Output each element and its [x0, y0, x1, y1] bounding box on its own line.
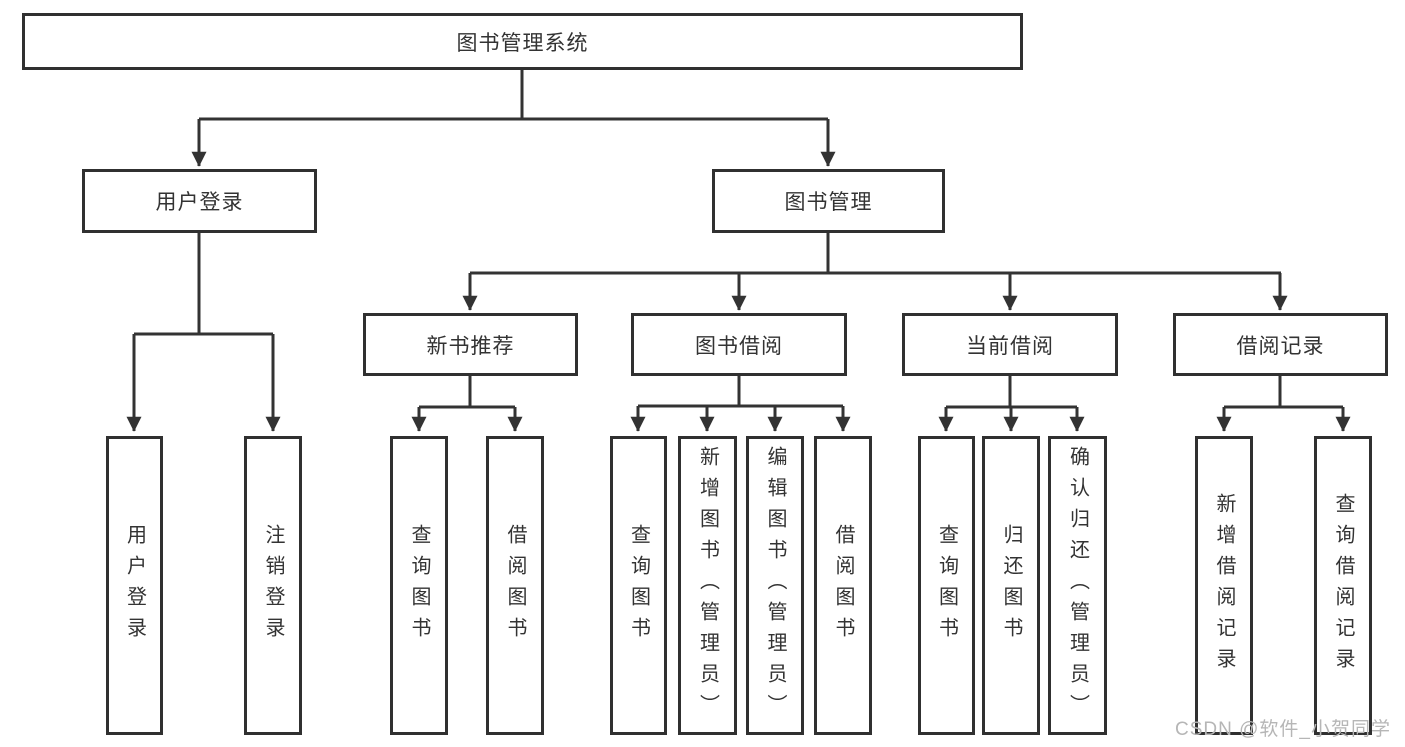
- leaf-query-book-2: 查询图书: [610, 436, 667, 735]
- leaf-add-borrow-record: 新增借阅记录: [1195, 436, 1253, 735]
- node-root-label: 图书管理系统: [456, 31, 589, 55]
- leaf-query-book-1: 查询图书: [390, 436, 448, 735]
- leaf-add-borrow-record-label: 新增借阅记录: [1213, 492, 1235, 679]
- watermark: CSDN @软件_小贺同学: [1175, 719, 1391, 740]
- leaf-borrow-book-1-label: 借阅图书: [504, 523, 526, 648]
- leaf-add-book-admin-label: 新增图书（管理员）: [696, 446, 719, 725]
- node-borrow-records: 借阅记录: [1173, 313, 1388, 376]
- leaf-return-book: 归还图书: [982, 436, 1040, 735]
- connector-root-to-level2: [199, 70, 828, 121]
- leaf-user-login: 用户登录: [106, 436, 163, 735]
- leaf-user-login-label: 用户登录: [123, 523, 146, 648]
- leaf-confirm-return-admin: 确认归还（管理员）: [1048, 436, 1107, 735]
- connector-current-borrow-group: [946, 376, 1077, 409]
- node-borrow-records-label: 借阅记录: [1236, 334, 1325, 358]
- leaf-query-borrow-record-label: 查询借阅记录: [1332, 492, 1354, 679]
- node-current-borrow: 当前借阅: [902, 313, 1118, 376]
- node-book-borrow-label: 图书借阅: [695, 334, 783, 358]
- leaf-add-book-admin: 新增图书（管理员）: [678, 436, 737, 735]
- leaf-query-borrow-record: 查询借阅记录: [1314, 436, 1372, 735]
- leaf-return-book-label: 归还图书: [1000, 523, 1022, 648]
- leaf-borrow-book-2-label: 借阅图书: [832, 523, 854, 648]
- leaf-borrow-book-2: 借阅图书: [814, 436, 872, 735]
- leaf-edit-book-admin: 编辑图书（管理员）: [746, 436, 804, 735]
- leaf-logout: 注销登录: [244, 436, 302, 735]
- node-root: 图书管理系统: [22, 13, 1023, 70]
- leaf-query-book-2-label: 查询图书: [627, 523, 650, 648]
- leaf-query-book-1-label: 查询图书: [408, 523, 430, 648]
- node-book-management-label: 图书管理: [784, 191, 873, 214]
- leaf-edit-book-admin-label: 编辑图书（管理员）: [764, 446, 786, 725]
- leaf-query-book-3: 查询图书: [918, 436, 975, 735]
- connector-book-management-group: [470, 233, 1281, 275]
- leaf-query-book-3-label: 查询图书: [935, 523, 958, 648]
- leaf-borrow-book-1: 借阅图书: [486, 436, 544, 735]
- node-book-management: 图书管理: [712, 169, 945, 233]
- node-user-login-label: 用户登录: [155, 191, 244, 214]
- connector-new-book-group: [419, 376, 515, 409]
- node-current-borrow-label: 当前借阅: [966, 334, 1054, 358]
- connector-user-login-group: [134, 233, 273, 336]
- connector-borrow-records-group: [1224, 376, 1343, 409]
- node-new-book-recommend-label: 新书推荐: [426, 334, 515, 358]
- node-user-login: 用户登录: [82, 169, 317, 233]
- connector-book-borrow-group: [638, 376, 843, 408]
- node-book-borrow: 图书借阅: [631, 313, 847, 376]
- node-new-book-recommend: 新书推荐: [363, 313, 578, 376]
- leaf-confirm-return-admin-label: 确认归还（管理员）: [1066, 446, 1089, 725]
- leaf-logout-label: 注销登录: [262, 523, 284, 648]
